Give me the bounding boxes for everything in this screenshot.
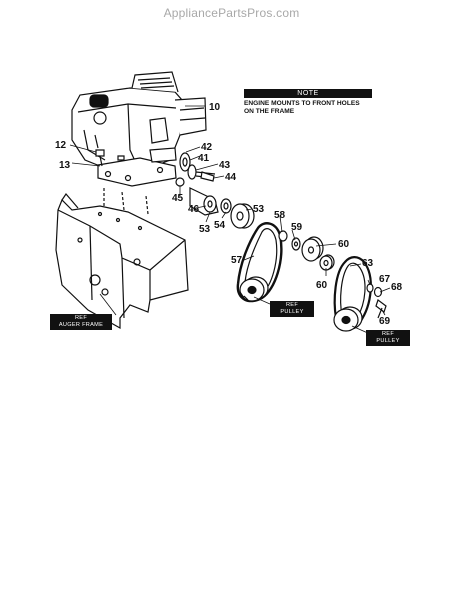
ref-pulley-2-line-2: PULLEY bbox=[376, 338, 400, 344]
callout-53-lower: 53 bbox=[199, 224, 211, 235]
callout-63: 63 bbox=[362, 258, 374, 269]
callout-12: 12 bbox=[55, 140, 67, 151]
ref-pulley-label-1: REF PULLEY bbox=[270, 301, 314, 317]
callout-60-lower: 60 bbox=[316, 280, 328, 291]
ref-auger-frame-line-2: AUGER FRAME bbox=[58, 322, 104, 328]
watermark: AppliancePartsPros.com bbox=[163, 6, 300, 20]
ref-auger-frame-line-1: REF bbox=[74, 315, 88, 321]
callout-43: 43 bbox=[219, 160, 231, 171]
mounting-plate bbox=[97, 157, 177, 187]
callout-41: 41 bbox=[198, 153, 210, 164]
callout-69: 69 bbox=[379, 316, 391, 327]
pulley-60 bbox=[301, 236, 335, 271]
callout-10: 10 bbox=[209, 102, 221, 113]
callout-58: 58 bbox=[274, 210, 286, 221]
callout-60-right: 60 bbox=[338, 239, 350, 250]
callout-53-upper: 53 bbox=[253, 204, 265, 215]
crankshaft-assembly bbox=[149, 147, 232, 216]
callout-59: 59 bbox=[291, 222, 303, 233]
note-text: ENGINE MOUNTS TO FRONT HOLES ON THE FRAM… bbox=[244, 100, 384, 116]
note-header: NOTE bbox=[244, 89, 372, 98]
ref-pulley-label-2: REF PULLEY bbox=[366, 330, 410, 346]
callout-13: 13 bbox=[59, 160, 71, 171]
callout-68: 68 bbox=[391, 282, 403, 293]
callout-42: 42 bbox=[201, 142, 213, 153]
bolt-44 bbox=[200, 171, 215, 182]
callout-67: 67 bbox=[379, 274, 391, 285]
ref-pulley-2 bbox=[333, 306, 363, 332]
callout-57: 57 bbox=[231, 255, 243, 266]
ref-pulley-1 bbox=[239, 276, 269, 302]
callout-46: 46 bbox=[188, 204, 200, 215]
callout-54: 54 bbox=[214, 220, 226, 231]
callout-labels: 10 12 13 41 42 43 44 45 46 53 53 54 57 5… bbox=[55, 102, 403, 327]
callout-45: 45 bbox=[172, 193, 184, 204]
washer-67-68 bbox=[366, 283, 383, 298]
note-line-1: ENGINE MOUNTS TO FRONT HOLES bbox=[244, 100, 360, 107]
callout-44: 44 bbox=[225, 172, 237, 183]
ref-pulley-2-line-1: REF bbox=[381, 331, 395, 337]
bolts-12-13 bbox=[95, 149, 125, 167]
ref-pulley-1-line-2: PULLEY bbox=[280, 309, 304, 315]
auger-frame bbox=[55, 188, 189, 330]
washers-58-59 bbox=[278, 230, 301, 251]
bolt-69 bbox=[375, 299, 387, 319]
note-line-2: ON THE FRAME bbox=[244, 108, 295, 115]
ref-auger-frame-label: REF AUGER FRAME bbox=[50, 314, 112, 330]
ref-pulley-1-line-1: REF bbox=[285, 302, 299, 308]
pulley-53 bbox=[230, 203, 255, 229]
